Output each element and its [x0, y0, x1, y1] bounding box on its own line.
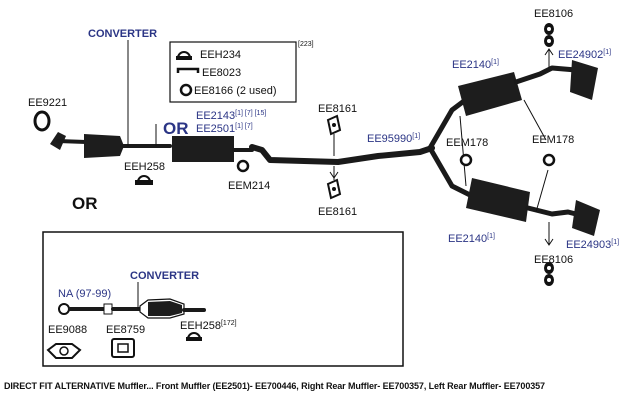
label-ee2143: EE2143[1] [7] [15]	[196, 110, 266, 122]
ee8106-hanger-bottom	[544, 222, 554, 286]
label-eem178-left: EEM178	[446, 137, 488, 149]
label-ee8161-top: EE8161	[318, 103, 357, 115]
label-ee24903: EE24903[1]	[566, 239, 619, 251]
label-ee2501: EE2501[1] [7]	[196, 123, 253, 135]
label-ee8106-bottom: EE8106	[534, 254, 573, 266]
label-eem178-right: EEM178	[532, 134, 574, 146]
eem178-hanger-right	[523, 99, 556, 213]
hardware-kit-box: EEH234 EE8023 EE8166 (2 used)	[169, 41, 297, 103]
ee8161-hanger-bottom	[326, 166, 342, 200]
label-converter: CONVERTER	[88, 28, 157, 40]
kit-item-eeh234: EEH234	[200, 49, 241, 61]
inset-label-converter: CONVERTER	[130, 270, 199, 282]
inset-label-eeh258: EEH258[172]	[180, 320, 237, 332]
label-or-mid: OR	[163, 119, 189, 138]
left-rear-muffler	[466, 178, 600, 236]
label-ee2140-bottom: EE2140[1]	[448, 233, 495, 245]
kit-item-ee8166: EE8166 (2 used)	[194, 85, 277, 97]
label-or-left: OR	[72, 194, 98, 213]
inset-label-ee9088: EE9088	[48, 324, 87, 336]
label-eeh258: EEH258	[124, 161, 165, 173]
kit-ref: [223]	[298, 41, 314, 48]
label-ee2140-top: EE2140[1]	[452, 59, 499, 71]
inset-label-ee8759: EE8759	[106, 324, 145, 336]
label-ee95990: EE95990[1]	[367, 133, 420, 145]
kit-item-ee8023: EE8023	[202, 67, 241, 79]
front-converter-assembly	[50, 40, 172, 158]
eem178-hanger-left	[459, 115, 473, 187]
front-muffler	[172, 136, 254, 162]
ee8161-hanger-top	[326, 114, 342, 156]
footer-caption: DIRECT FIT ALTERNATIVE Muffler... Front …	[4, 381, 545, 391]
intermediate-pipe	[249, 98, 475, 199]
ee8106-hanger-top	[544, 23, 554, 68]
label-eem214: EEM214	[228, 180, 270, 192]
ee9221-gasket	[33, 110, 51, 132]
right-rear-muffler	[458, 60, 598, 116]
label-ee24902: EE24902[1]	[558, 49, 611, 61]
label-ee8106-top: EE8106	[534, 8, 573, 20]
alternate-converter-inset	[42, 231, 404, 367]
eeh258-clamp	[135, 175, 153, 185]
inset-label-na: NA (97-99)	[58, 288, 111, 300]
label-ee8161-bottom: EE8161	[318, 206, 357, 218]
label-ee9221: EE9221	[28, 97, 67, 109]
eem214-hanger	[236, 159, 250, 173]
